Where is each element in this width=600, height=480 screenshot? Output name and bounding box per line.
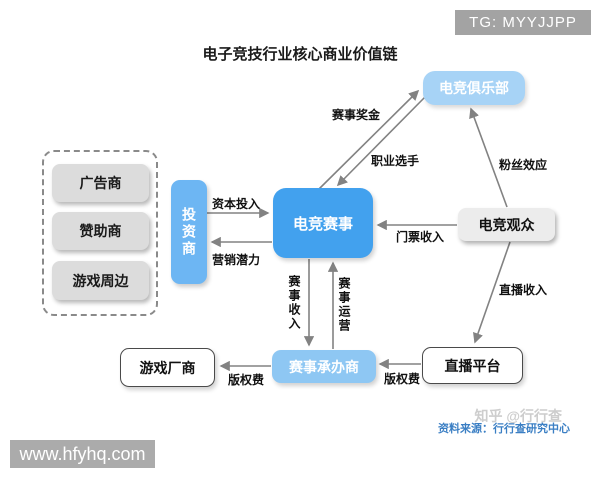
edge-label-pro-players: 职业选手 [371, 154, 420, 168]
node-advertiser: 广告商 [52, 164, 149, 202]
node-esports-audience: 电竞观众 [458, 208, 555, 241]
edge-label-copyright-fee-right: 版权费 [384, 372, 421, 386]
node-stream-platform: 直播平台 [422, 347, 523, 384]
edge-label-copyright-fee-left: 版权费 [228, 373, 265, 387]
node-game-maker: 游戏厂商 [120, 348, 215, 387]
edge-label-event-income: 赛事收入 [287, 275, 301, 331]
page-title: 电子竞技行业核心商业价值链 [202, 46, 398, 63]
node-event-organizer: 赛事承办商 [272, 350, 376, 383]
edge-label-stream-income: 直播收入 [499, 283, 548, 297]
edge-label-fan-effect: 粉丝效应 [499, 158, 548, 172]
node-game-merch: 游戏周边 [52, 261, 149, 300]
supplier-group-frame [42, 150, 158, 316]
data-source-text: 资料来源：行行查研究中心 [438, 423, 570, 435]
tg-watermark-badge: TG: MYYJJPP [455, 10, 591, 35]
edge-label-ticket-income: 门票收入 [396, 230, 445, 244]
edge-label-capital-input: 资本投入 [212, 197, 261, 211]
node-esports-event: 电竞赛事 [273, 188, 373, 258]
site-url-watermark: www.hfyhq.com [10, 440, 155, 468]
edge-label-prize-money: 赛事奖金 [332, 108, 381, 122]
node-esports-club: 电竞俱乐部 [423, 71, 525, 105]
node-investor: 投资商 [171, 180, 207, 284]
edge-label-marketing-potential: 营销潜力 [212, 253, 261, 267]
zhihu-author-watermark: 知乎 @行行查 [474, 408, 562, 424]
node-sponsor: 赞助商 [52, 212, 149, 250]
edge-label-event-operation: 赛事运营 [337, 277, 351, 333]
